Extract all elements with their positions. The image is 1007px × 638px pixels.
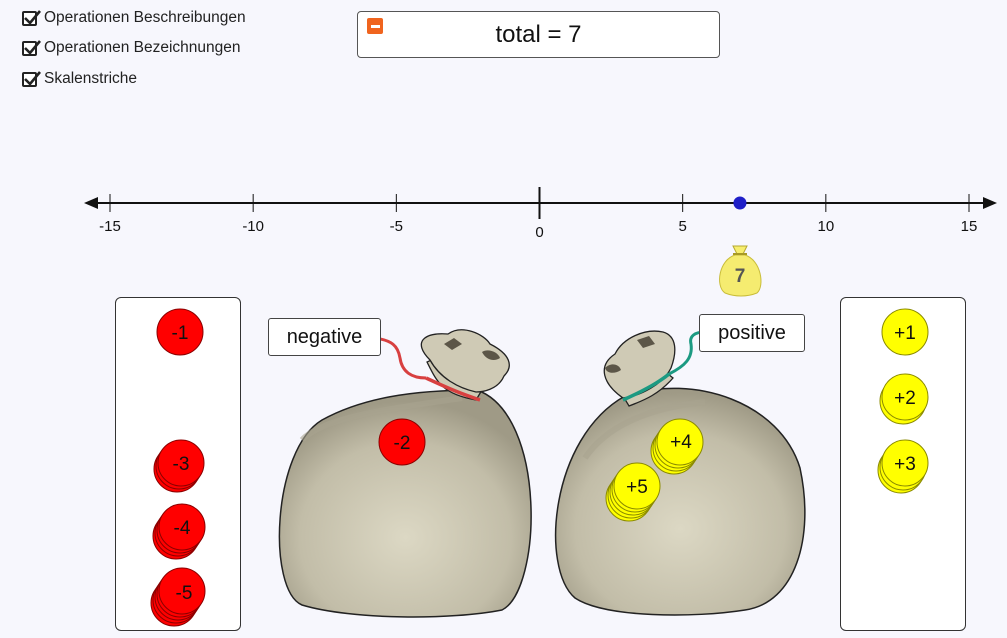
coin-stack-plus-3[interactable]: +3: [877, 439, 929, 494]
minus-icon: [370, 24, 380, 28]
positive-bag-label: positive: [699, 314, 805, 352]
position-marker[interactable]: [733, 196, 747, 210]
coin-stack-minus-4[interactable]: -4: [152, 503, 206, 560]
total-panel: total = 7: [357, 11, 720, 58]
svg-text:-1: -1: [172, 323, 189, 344]
bag-coin-stack-plus-5[interactable]: +5: [605, 462, 661, 522]
svg-text:+5: +5: [626, 477, 648, 498]
svg-text:-2: -2: [394, 433, 411, 454]
svg-text:-3: -3: [173, 454, 190, 475]
tick-label: -10: [242, 218, 264, 235]
positive-coin-bank: +1 +2 +3: [840, 297, 966, 631]
option-operationen-bezeichnungen[interactable]: Operationen Bezeichnungen: [22, 38, 240, 58]
bag-coin-minus-2[interactable]: -2: [378, 418, 426, 466]
arrow-left-icon: [84, 197, 98, 209]
total-text: total = 7: [495, 21, 582, 48]
svg-text:+3: +3: [894, 454, 916, 475]
option-operationen-beschreibungen[interactable]: Operationen Beschreibungen: [22, 8, 246, 28]
negative-coin-bank: -1 -3 -4 -5: [115, 297, 241, 631]
marker-bag-label: 7: [735, 266, 746, 287]
tick-label: -5: [390, 218, 403, 235]
marker-money-bag-icon: 7: [718, 245, 762, 297]
svg-text:-4: -4: [174, 518, 191, 539]
svg-text:+4: +4: [670, 432, 692, 453]
svg-text:+1: +1: [894, 323, 916, 344]
svg-text:-5: -5: [176, 583, 193, 604]
tick-label: 15: [961, 218, 978, 235]
tick-label: 5: [678, 218, 686, 235]
option-label: Operationen Beschreibungen: [44, 9, 246, 26]
positive-money-sack: +4 +5: [554, 329, 806, 616]
tick-label: 10: [817, 218, 834, 235]
coin-plus-1[interactable]: +1: [881, 308, 929, 356]
collapse-button[interactable]: [367, 18, 383, 34]
option-skalenstriche[interactable]: Skalenstriche: [22, 69, 137, 89]
arrow-right-icon: [983, 197, 997, 209]
tick-label: 0: [535, 224, 543, 241]
option-label: Skalenstriche: [44, 70, 138, 87]
checkbox-checked-icon[interactable]: [22, 70, 41, 87]
coin-minus-1[interactable]: -1: [156, 308, 204, 356]
option-label: Operationen Bezeichnungen: [44, 39, 241, 56]
checkbox-checked-icon[interactable]: [22, 39, 41, 56]
negative-bag-label: negative: [268, 318, 381, 356]
negative-money-sack: -2: [278, 329, 532, 618]
coin-stack-plus-2[interactable]: +2: [879, 373, 929, 425]
checkbox-checked-icon[interactable]: [22, 9, 41, 26]
svg-text:+2: +2: [894, 388, 916, 409]
bag-coin-stack-plus-4[interactable]: +4: [650, 418, 704, 475]
coin-stack-minus-5[interactable]: -5: [150, 567, 206, 627]
coin-stack-minus-3[interactable]: -3: [153, 439, 205, 493]
number-line: -15 -10 -5 0 5 10 15: [84, 187, 997, 241]
tick-label: -15: [99, 218, 121, 235]
